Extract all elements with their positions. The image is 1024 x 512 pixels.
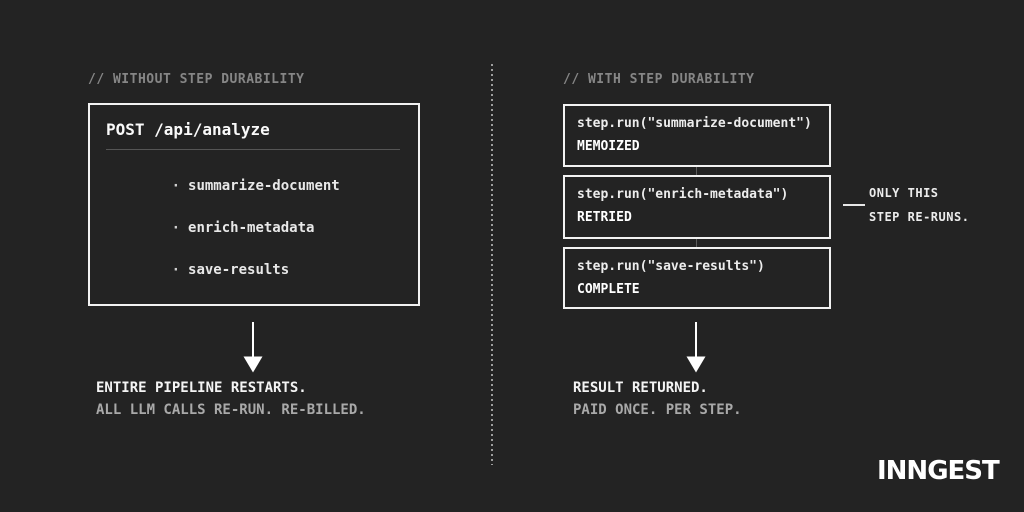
annotation-line-1: ONLY THIS	[869, 186, 939, 200]
pipeline-item: · enrich-metadata	[121, 207, 315, 249]
pipeline-item: · save-results	[121, 249, 290, 291]
right-caption-secondary: PAID ONCE. PER STEP.	[573, 402, 742, 418]
annotation-line-2: STEP RE-RUNS.	[869, 210, 970, 224]
api-endpoint-title: POST /api/analyze	[106, 120, 270, 139]
down-arrow-icon	[243, 322, 263, 373]
left-caption-secondary: ALL LLM CALLS RE-RUN. RE-BILLED.	[96, 402, 366, 418]
left-caption-primary: ENTIRE PIPELINE RESTARTS.	[96, 380, 307, 396]
vertical-dotted-divider	[491, 64, 493, 465]
step-connector-line	[696, 239, 697, 247]
pipeline-item-label: summarize-document	[188, 178, 340, 194]
pipeline-item-label: enrich-metadata	[188, 220, 315, 236]
pipeline-item: · summarize-document	[121, 165, 340, 207]
right-column-header: // WITH STEP DURABILITY	[563, 72, 755, 87]
pipeline-item-label: save-results	[188, 262, 290, 278]
step-status: COMPLETE	[577, 282, 640, 297]
box-divider-line	[106, 149, 400, 150]
step-status: RETRIED	[577, 210, 632, 225]
left-column-header: // WITHOUT STEP DURABILITY	[88, 72, 305, 87]
step-code: step.run("enrich-metadata")	[577, 187, 789, 202]
bullet-icon: ·	[171, 262, 181, 278]
bullet-icon: ·	[171, 220, 181, 236]
step-status: MEMOIZED	[577, 139, 640, 154]
step-box-retried: step.run("enrich-metadata") RETRIED	[563, 175, 831, 239]
step-box-memoized: step.run("summarize-document") MEMOIZED	[563, 104, 831, 167]
api-pipeline-box: POST /api/analyze · summarize-document · e…	[88, 103, 420, 306]
down-arrow-icon	[686, 322, 706, 373]
step-box-complete: step.run("save-results") COMPLETE	[563, 247, 831, 309]
right-caption-primary: RESULT RETURNED.	[573, 380, 708, 396]
step-connector-line	[696, 167, 697, 175]
bullet-icon: ·	[171, 178, 181, 194]
step-code: step.run("save-results")	[577, 259, 765, 274]
inngest-logo: INNGEST	[877, 456, 1000, 486]
step-code: step.run("summarize-document")	[577, 116, 812, 131]
annotation-pointer-line	[843, 204, 865, 206]
